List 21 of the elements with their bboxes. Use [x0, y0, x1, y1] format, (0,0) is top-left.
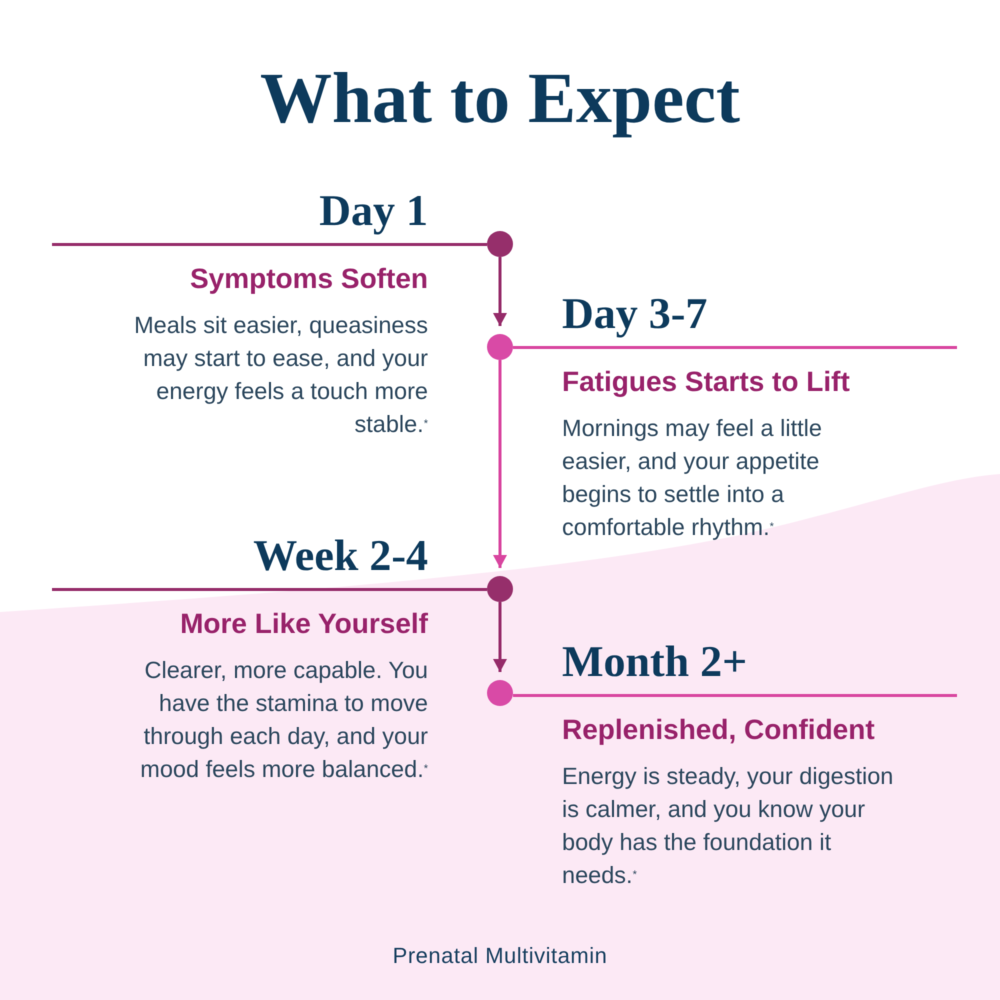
connector-line [428, 243, 487, 246]
connector-line [428, 588, 487, 591]
milestone-description: Meals sit easier, queasiness may start to ease, and your energy feels a touch more stable.$^{*}$ [133, 311, 428, 439]
milestone-heading: Month 2+ [562, 638, 748, 686]
milestone-heading: Day 1 [319, 187, 428, 235]
milestone-heading: Week 2-4 [253, 532, 428, 580]
milestone-description: Mornings may feel a little easier, and your appetite begins to settle into a comfortable rhythm.$^{*}$ [562, 414, 823, 542]
connector-line [513, 346, 562, 349]
arrow [493, 257, 507, 326]
milestone-subheading: Fatigues Starts to Lift [562, 365, 850, 399]
milestone-subheading: More Like Yourself [180, 607, 428, 641]
arrow [493, 360, 507, 568]
milestone-subheading: Replenished, Confident [562, 713, 875, 747]
milestone-description: Energy is steady, your digestion is calmer, and you know your body has the foundation it needs.$^{*}$ [562, 762, 894, 890]
milestone-heading: Day 3-7 [562, 290, 708, 338]
connector-line [513, 694, 562, 697]
arrow [493, 602, 507, 672]
footer-text: Prenatal Multivitamin [392, 942, 608, 970]
title: What to Expect [260, 58, 740, 138]
milestone-description: Clearer, more capable. You have the stamina to move through each day, and your mood feels more balanced.$^{*}$ [139, 656, 428, 784]
milestone-subheading: Symptoms Soften [190, 262, 428, 296]
